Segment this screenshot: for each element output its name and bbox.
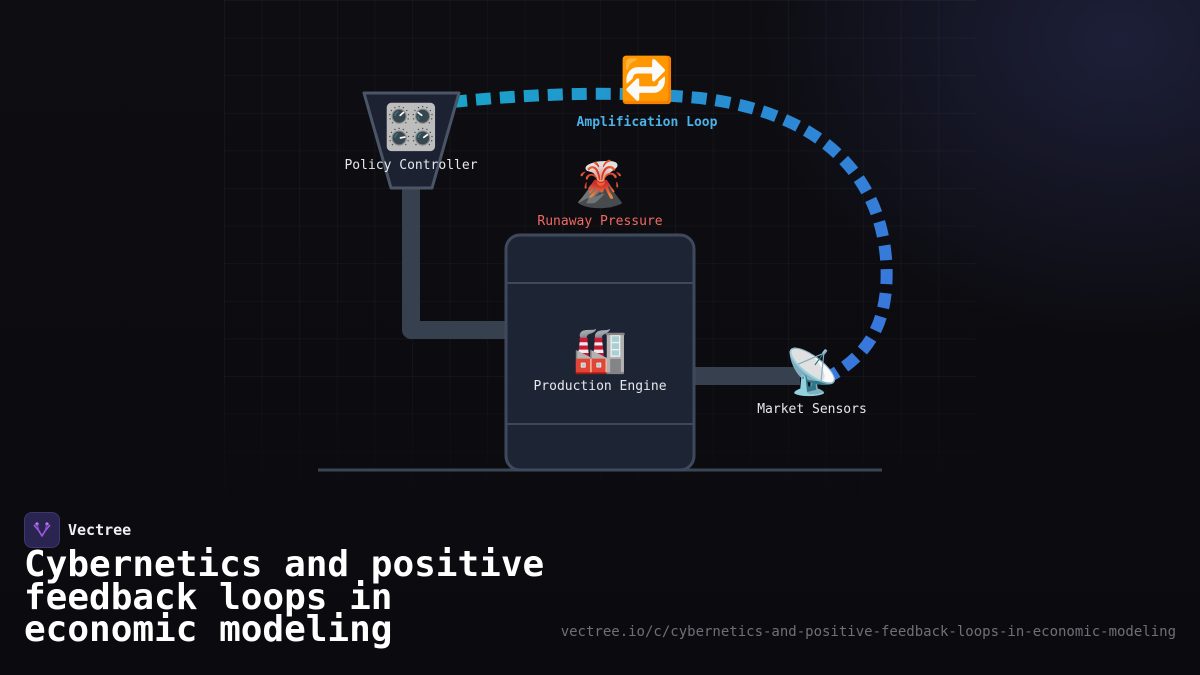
repeat-arrows-icon: 🔁	[619, 55, 675, 106]
control-knobs-icon: 🎛️	[383, 102, 439, 153]
satellite-dish-icon: 📡	[784, 347, 840, 398]
brand[interactable]: Vectree	[24, 512, 131, 548]
brand-name: Vectree	[68, 521, 132, 539]
runaway-pressure-label: Runaway Pressure	[537, 214, 663, 229]
page-url[interactable]: vectree.io/c/cybernetics-and-positive-fe…	[560, 624, 1176, 640]
volcano-icon: 🌋	[572, 159, 628, 210]
page-title: Cybernetics and positive feedback loops …	[24, 544, 545, 650]
factory-icon: 🏭	[572, 325, 628, 376]
production-engine-tank	[504, 233, 696, 472]
policy-controller-funnel	[362, 91, 461, 190]
vectree-logo-icon	[24, 512, 60, 548]
production-engine-label: Production Engine	[533, 379, 667, 394]
controller-to-engine-pipe	[402, 186, 508, 339]
policy-controller-label: Policy Controller	[344, 158, 478, 173]
market-sensors-label: Market Sensors	[757, 402, 867, 417]
amplification-loop-path	[451, 87, 893, 381]
amplification-loop-label: Amplification Loop	[576, 115, 718, 130]
